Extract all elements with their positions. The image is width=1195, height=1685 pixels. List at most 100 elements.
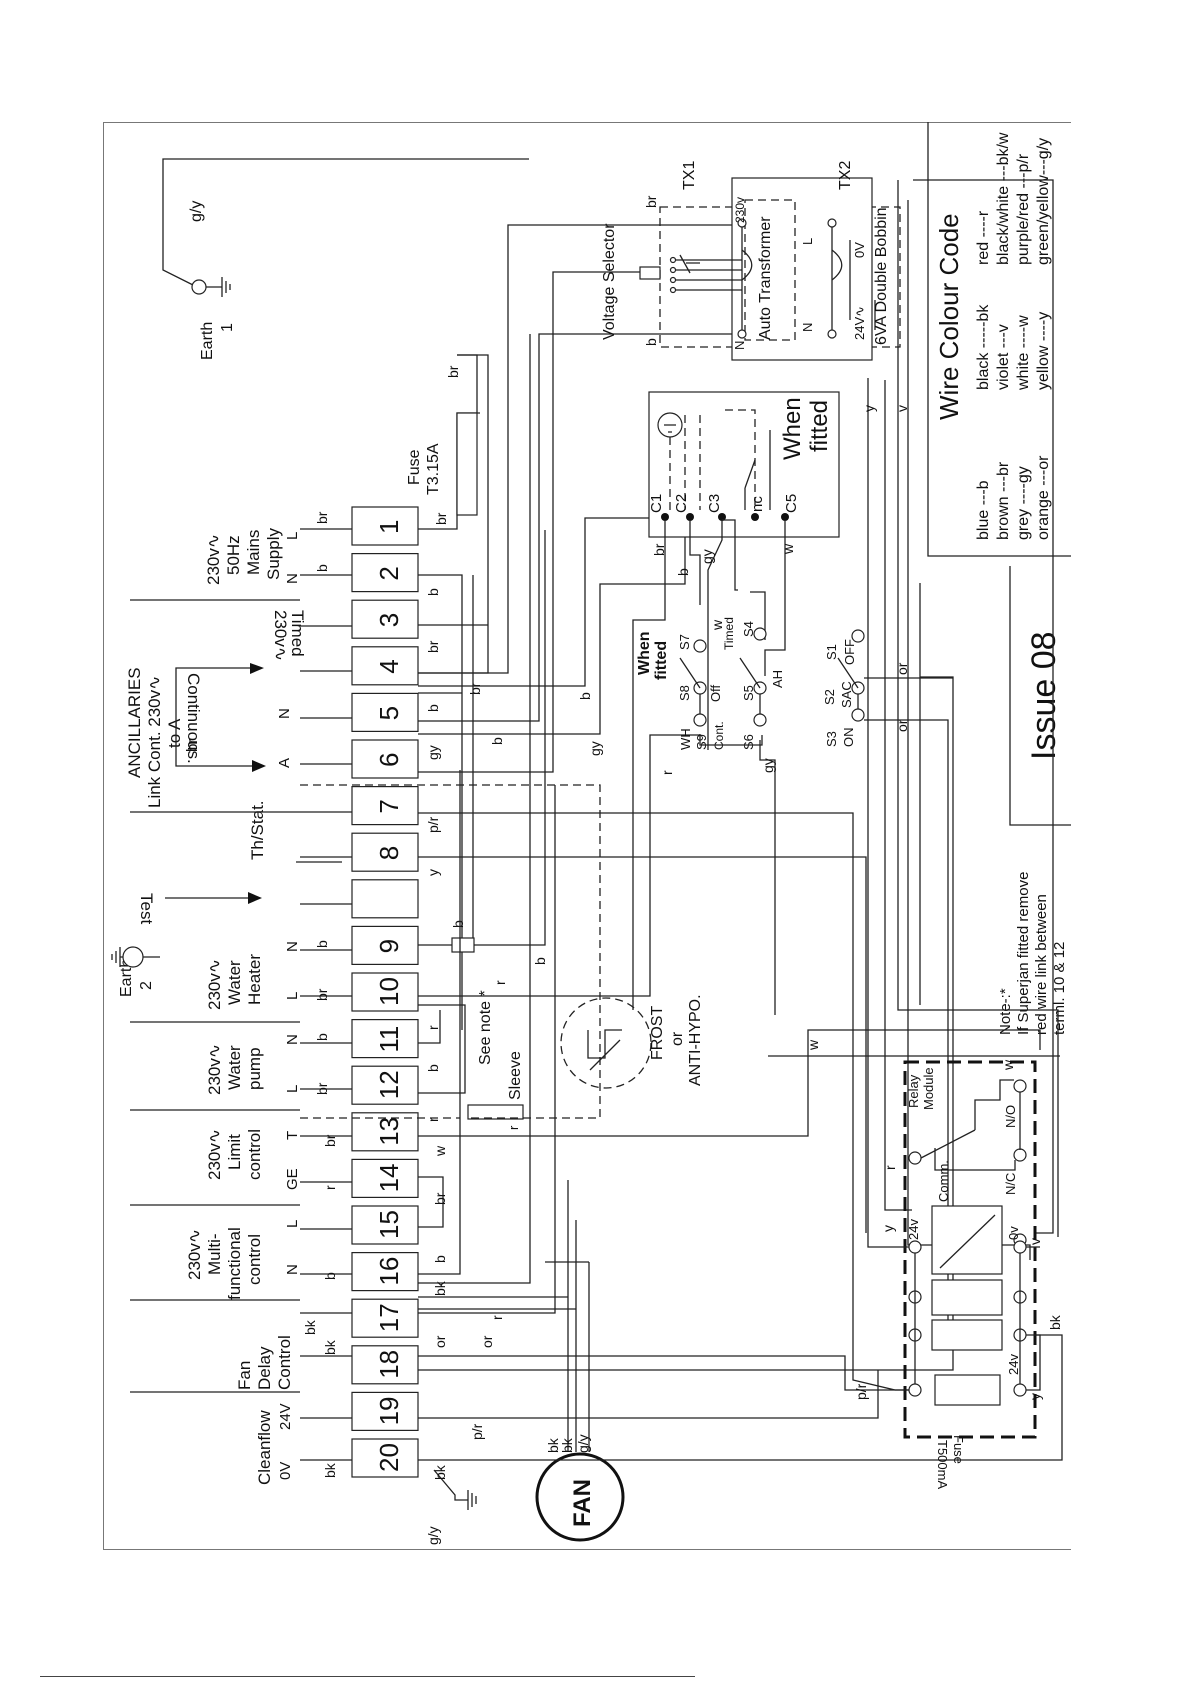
terminal-box [351, 1018, 419, 1059]
colour-code-panel: Wire Colour Code blue ---b brown ---br g… [927, 122, 1071, 557]
svg-text:Supply: Supply [264, 528, 283, 580]
mains-supply-label: 230v∿ 50Hz Mains Supply N L [204, 528, 301, 585]
svg-text:red wire link between: red wire link between [1033, 894, 1050, 1035]
svg-text:bk: bk [432, 1464, 448, 1480]
terminal-box [351, 1298, 419, 1338]
svg-text:r: r [506, 1125, 521, 1130]
svg-text:b: b [314, 940, 330, 948]
svg-text:nc: nc [749, 496, 766, 512]
terminal-number: 11 [374, 1026, 404, 1053]
svg-text:6VA Double Bobbin: 6VA Double Bobbin [873, 207, 890, 345]
terminal-number: 14 [374, 1163, 404, 1192]
svg-text:y: y [880, 1225, 896, 1232]
svg-text:y: y [861, 405, 877, 412]
cleanflow-label: Cleanflow 24V 0V [255, 1403, 294, 1485]
colour-code-title: Wire Colour Code [934, 213, 964, 420]
terminal-box [351, 1112, 419, 1152]
svg-text:or: or [669, 1031, 686, 1046]
svg-text:b: b [425, 588, 441, 596]
svg-text:v: v [894, 405, 910, 412]
svg-text:Control: Control [275, 1335, 294, 1390]
svg-text:GE: GE [284, 1168, 301, 1190]
svg-text:230v∿: 230v∿ [205, 1129, 224, 1180]
terminal-number: 6 [374, 753, 404, 767]
svg-text:to A: to A [165, 718, 184, 748]
earth-1: g/y Earth 1 [162, 158, 529, 360]
svg-text:TX2: TX2 [837, 161, 854, 190]
svg-text:Auto Transformer: Auto Transformer [757, 216, 774, 340]
colour-code-item: white ----w [1015, 315, 1032, 391]
svg-text:br: br [643, 195, 659, 208]
svg-text:or: or [432, 1335, 448, 1348]
svg-text:or: or [894, 662, 910, 675]
terminal-box [351, 785, 419, 826]
terminal-number: 15 [374, 1210, 404, 1239]
svg-text:Cont.: Cont. [712, 721, 726, 750]
fan-delay-label: Fan Delay Control [235, 1335, 294, 1390]
terminal-number: 18 [374, 1350, 404, 1379]
svg-text:T500mA: T500mA [935, 1440, 950, 1489]
svg-text:b: b [425, 1064, 441, 1072]
svg-text:When: When [779, 397, 806, 460]
svg-text:Note-:*: Note-:* [997, 988, 1014, 1035]
frost-thermostat: FROST or ANTI-HYPO. [560, 994, 704, 1089]
left-wires: br b b br b br br r b bk bk bk [300, 511, 352, 1478]
svg-text:Off: Off [708, 685, 723, 702]
terminal-number: 2 [374, 566, 404, 580]
superjan-note: Note-:* If Superjan fitted remove red wi… [997, 872, 1068, 1035]
terminal-number: 20 [374, 1443, 404, 1472]
svg-text:N/O: N/O [1003, 1105, 1018, 1128]
terminal-number: 8 [374, 846, 404, 860]
terminal-box [351, 972, 419, 1012]
svg-text:S4: S4 [741, 621, 756, 637]
svg-text:r: r [492, 980, 508, 985]
svg-text:r: r [659, 770, 675, 775]
terminal-box [351, 599, 419, 639]
colour-code-item: black -----bk [975, 304, 992, 390]
svg-text:L: L [284, 532, 301, 540]
footer-rule [40, 1676, 695, 1677]
svg-text:When: When [636, 631, 653, 675]
terminal-number: 12 [374, 1070, 404, 1099]
colour-code-item: blue ---b [975, 480, 992, 540]
svg-text:b: b [577, 692, 593, 700]
svg-text:Heater: Heater [245, 954, 264, 1005]
thstat-label: Th/Stat. [248, 800, 267, 860]
svg-text:br: br [184, 739, 201, 752]
svg-text:TX1: TX1 [681, 161, 698, 190]
svg-text:control: control [245, 1234, 264, 1285]
terminal-box [351, 692, 419, 733]
svg-text:S5: S5 [741, 685, 756, 701]
svg-text:w: w [432, 1145, 448, 1157]
svg-text:WH: WH [678, 728, 693, 750]
svg-text:br: br [314, 511, 330, 524]
svg-text:bk: bk [432, 1280, 448, 1296]
svg-text:N: N [276, 708, 293, 719]
terminal-box [351, 506, 419, 546]
svg-text:See note *: See note * [477, 990, 494, 1065]
terminal-number: 19 [374, 1396, 404, 1425]
svg-text:Cleanflow: Cleanflow [255, 1410, 274, 1485]
svg-text:g/y: g/y [188, 201, 205, 222]
svg-text:AH: AH [770, 670, 785, 688]
svg-text:p/r: p/r [425, 816, 441, 833]
terminal-number: 16 [374, 1257, 404, 1286]
svg-text:Fuse: Fuse [406, 449, 423, 485]
test-label: Test [137, 892, 262, 924]
svg-text:br: br [651, 543, 667, 556]
colour-code-item: red ----r [975, 210, 992, 265]
svg-text:Limit: Limit [225, 1134, 244, 1170]
svg-text:S3: S3 [824, 731, 839, 747]
colour-code-item: yellow ----y [1035, 312, 1052, 390]
svg-text:N: N [284, 573, 301, 584]
relay-module: Relay Module N/O N/C Comm. w r 24v 0v 24… [852, 1059, 1063, 1489]
svg-text:r: r [322, 1185, 338, 1190]
svg-text:Fan: Fan [235, 1361, 254, 1390]
terminal-box [351, 1251, 419, 1292]
svg-text:N: N [732, 341, 747, 350]
svg-text:br: br [314, 1082, 330, 1095]
svg-text:r: r [882, 1165, 898, 1170]
svg-text:S2: S2 [822, 689, 837, 705]
colour-code-item: violet ---v [995, 324, 1012, 390]
